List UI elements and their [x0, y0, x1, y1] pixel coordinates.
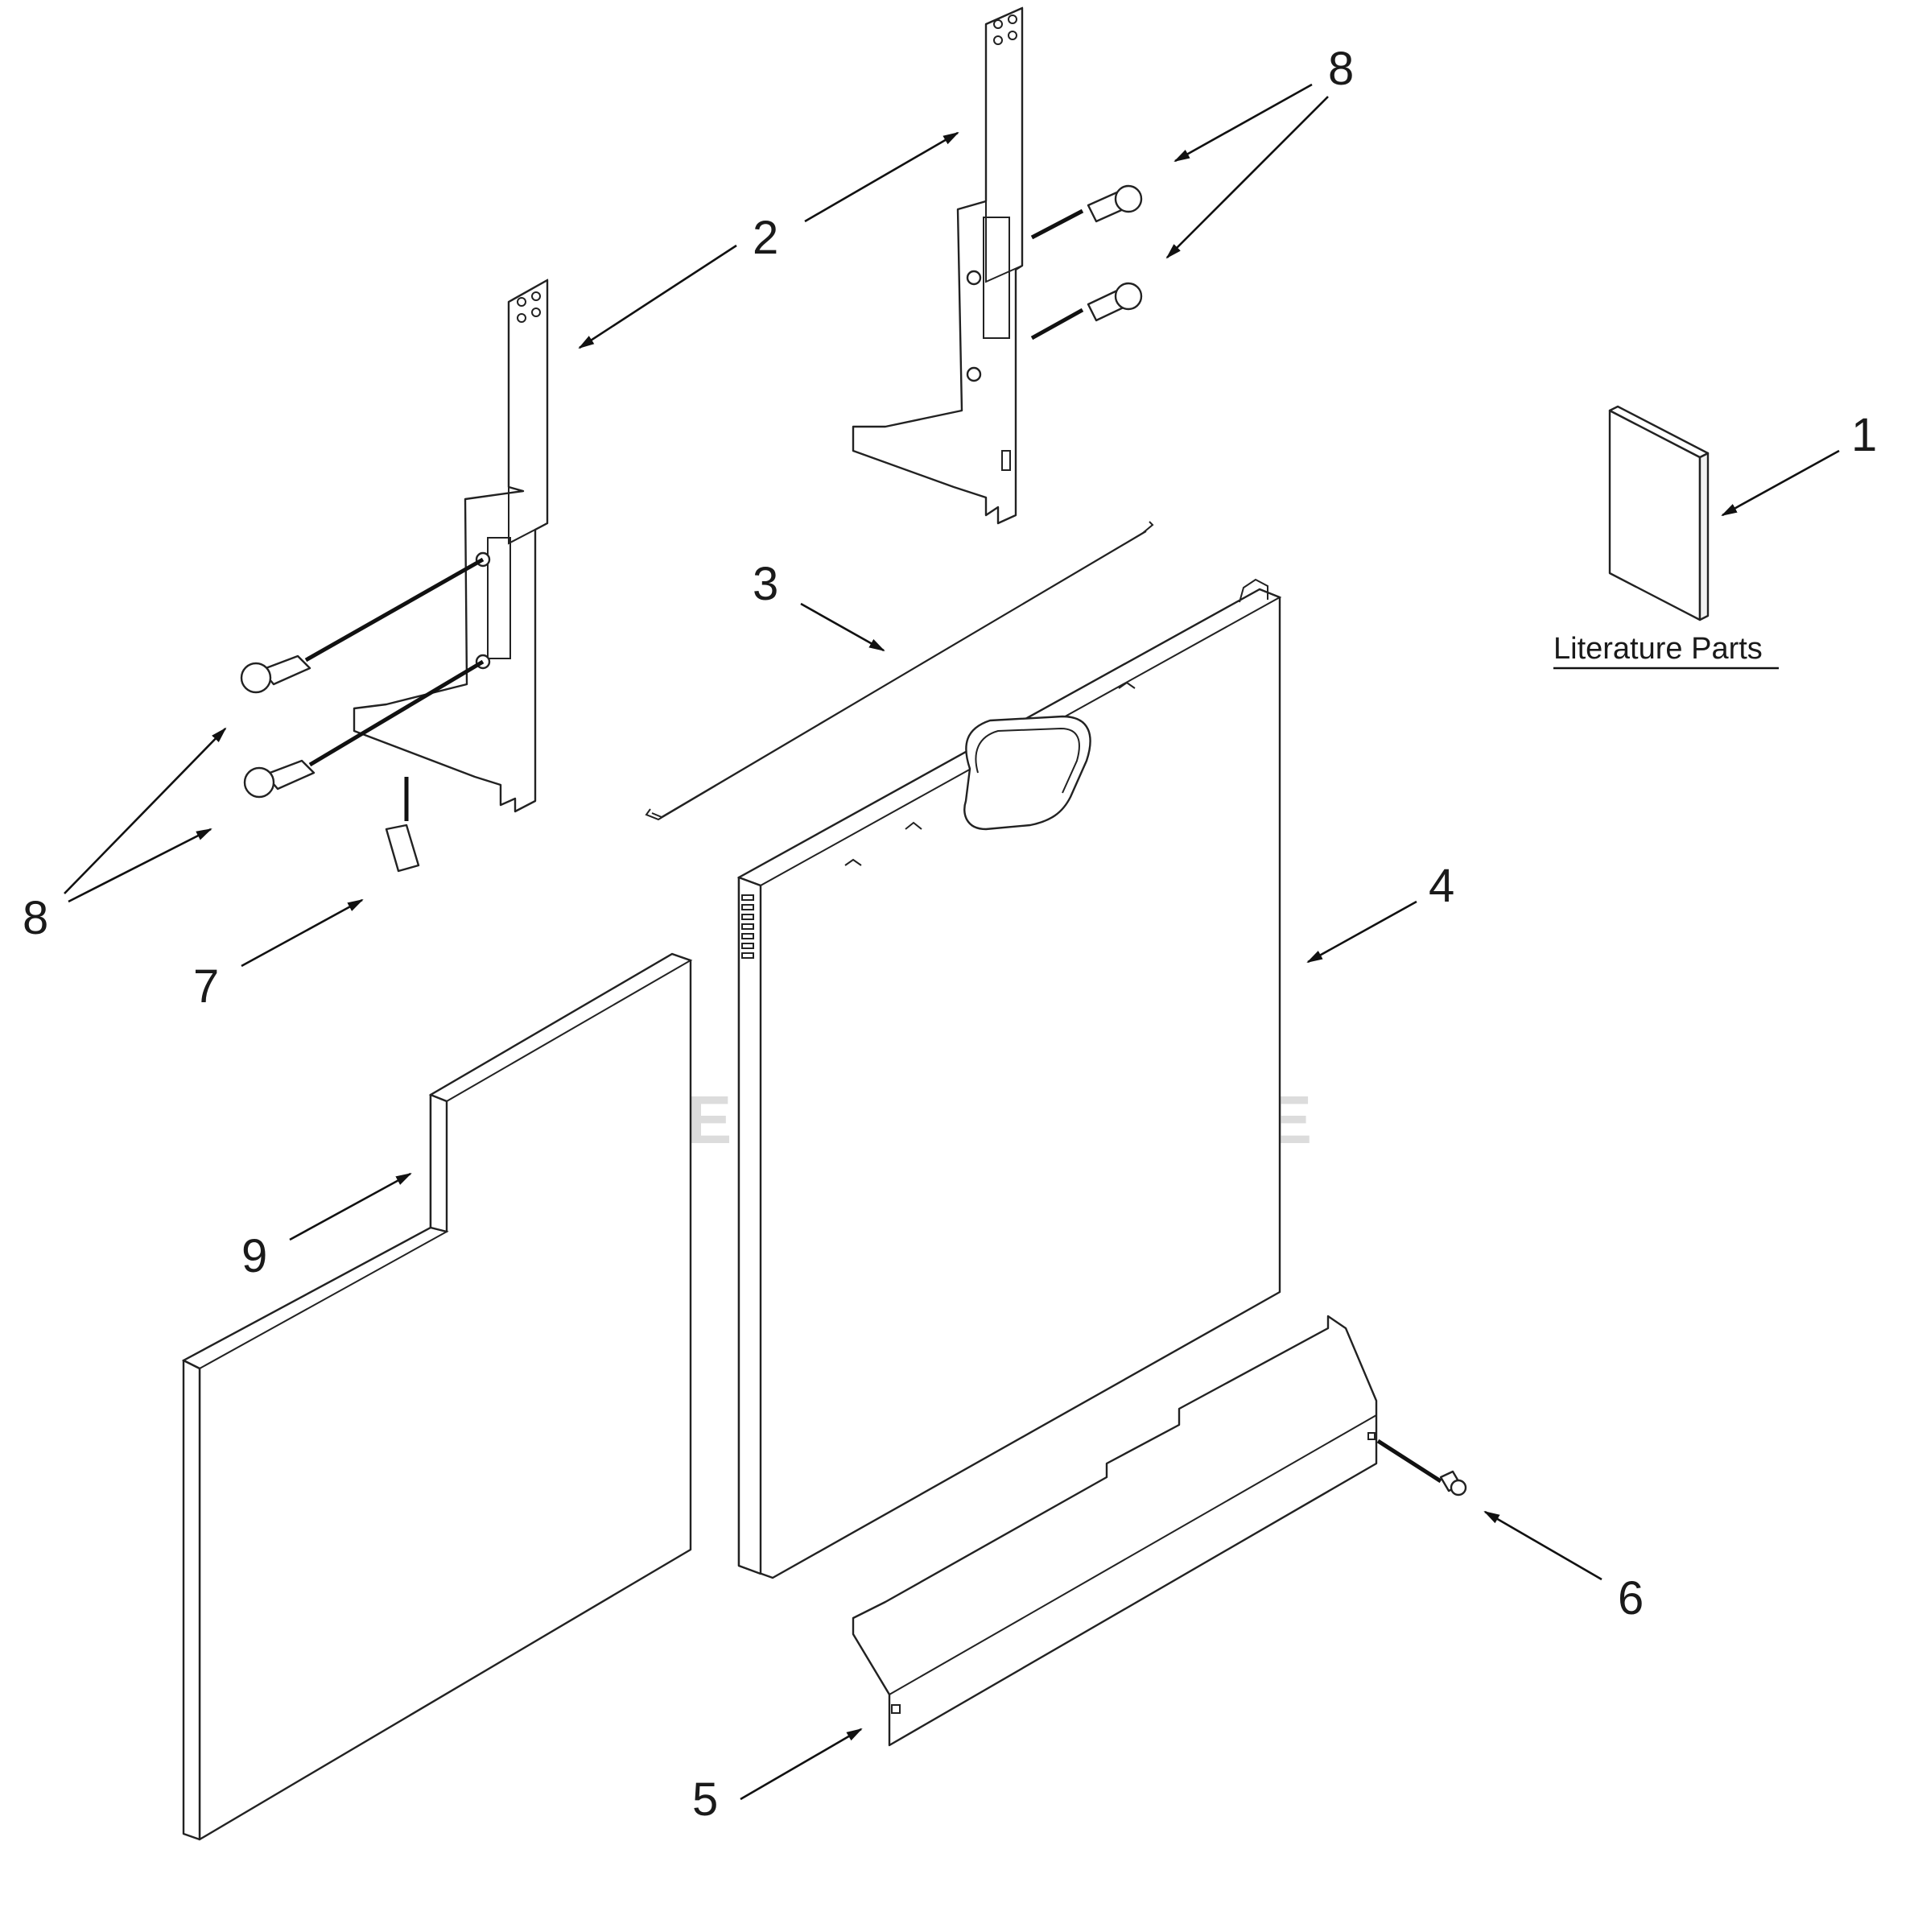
- arrow-icon: [1165, 96, 1329, 259]
- door-vent-slots: [741, 894, 754, 959]
- screw-icon: [1030, 184, 1143, 240]
- arrow-icon: [740, 1728, 863, 1801]
- arrow-icon: [68, 828, 212, 903]
- callout-9: 9: [241, 1230, 267, 1282]
- callout-numbers: 1 2 3 4 5 6 7 8 8 9: [23, 43, 1877, 1826]
- screw-icon: [1376, 1439, 1467, 1496]
- arrow-icon: [64, 727, 227, 894]
- leader-arrows: [64, 83, 1840, 1801]
- callout-4: 4: [1429, 860, 1454, 912]
- arrow-icon: [578, 244, 737, 349]
- arrow-icon: [1173, 83, 1313, 163]
- door-handle-recess: [963, 715, 1091, 831]
- hinge-bracket-icon: [353, 279, 549, 873]
- outer-door-panel: [736, 578, 1282, 1579]
- arrow-icon: [1306, 900, 1417, 964]
- callout-6: 6: [1618, 1572, 1644, 1624]
- screw-icon: [1030, 282, 1143, 341]
- arrow-icon: [1721, 449, 1840, 517]
- arrow-icon: [289, 1172, 412, 1241]
- literature-parts-label: Literature Parts: [1553, 632, 1763, 666]
- custom-panel: [181, 952, 693, 1841]
- callout-2: 2: [753, 212, 778, 264]
- screw-icon: [240, 557, 485, 694]
- callout-1: 1: [1851, 409, 1877, 461]
- callout-7: 7: [193, 960, 219, 1013]
- arrow-icon: [241, 898, 364, 968]
- arrow-icon: [800, 602, 885, 652]
- callout-8-top: 8: [1328, 43, 1354, 95]
- arrow-icon: [804, 131, 959, 223]
- hinge-bracket-icon: [852, 6, 1024, 525]
- callout-3: 3: [753, 558, 778, 610]
- callout-5: 5: [692, 1773, 718, 1826]
- callout-8-left: 8: [23, 892, 48, 944]
- arrow-icon: [1483, 1510, 1602, 1581]
- literature-parts-booklet: Literature Parts: [1553, 405, 1779, 670]
- screw-icon: [243, 659, 485, 799]
- toe-kick-panel: [852, 1315, 1378, 1747]
- door-rod: [645, 521, 1154, 821]
